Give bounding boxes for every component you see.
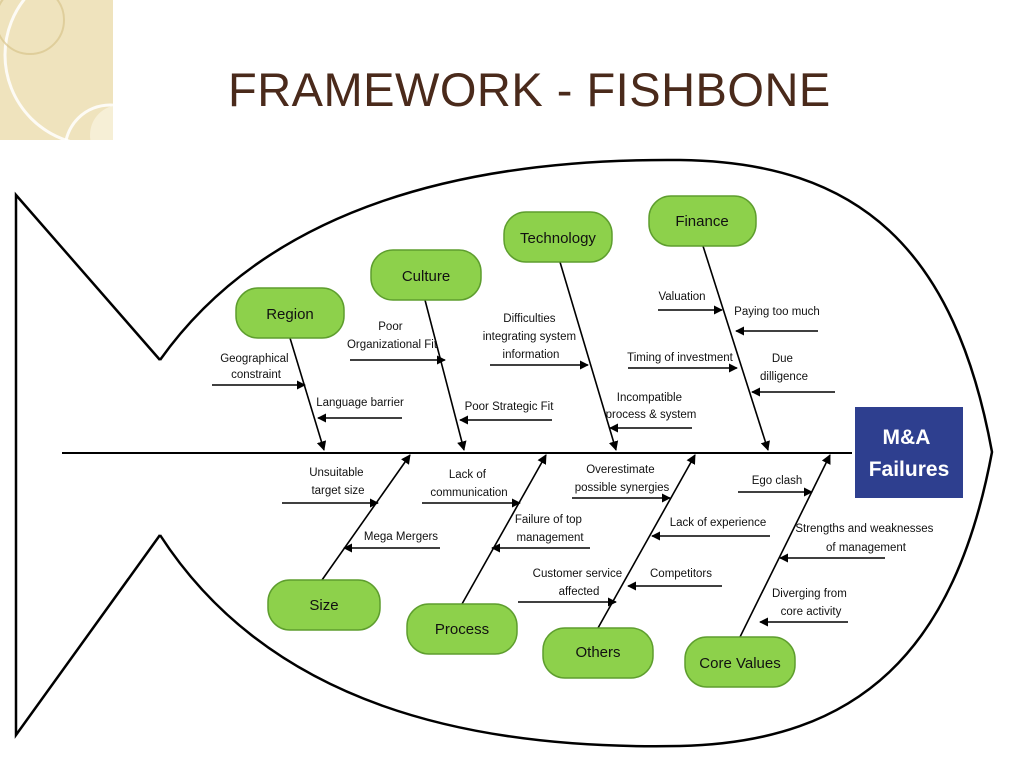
category-label: Region [266,306,314,323]
cause-lack-of-communication: Lack of communication [430,469,507,499]
category-region: Region [235,287,345,339]
cause-poor-org-fit: Poor Organizational Fit [347,321,438,351]
category-pill [542,627,654,679]
cause-ego-clash: Ego clash [752,475,803,487]
category-label: Size [309,597,338,614]
page-title: FRAMEWORK - FISHBONE [228,63,831,116]
cause-lack-of-experience: Lack of experience [670,517,767,529]
cause-poor-strategic-fit: Poor Strategic Fit [465,401,555,413]
category-pill [648,195,757,247]
fish-tail-outline [14,191,162,739]
category-label: Core Values [699,655,780,672]
category-label: Technology [520,230,596,247]
bone-core-values [739,454,831,638]
cause-timing-of-investment: Timing of investment [627,352,733,364]
category-size: Size [267,579,381,631]
bone-culture [424,299,467,451]
decorative-circles-graphic [0,0,113,140]
category-finance: Finance [648,195,757,247]
category-pill [267,579,381,631]
category-label: Process [435,621,489,638]
cause-geographical-constraint: Geographical constraint [220,353,292,381]
category-pill [684,636,796,688]
cause-overestimate-synergies: Overestimate possible synergies [575,464,670,494]
bone-technology [559,261,619,451]
cause-failure-of-top-management: Failure of top management [515,514,585,544]
category-culture: Culture [370,249,482,301]
cause-incompatible-process: Incompatible process & system [606,392,697,421]
cause-language-barrier: Language barrier [316,397,404,409]
corner-decoration [0,0,113,140]
cause-mega-mergers: Mega Mergers [364,531,438,543]
bone-region [289,337,327,451]
category-pill [503,211,613,263]
category-label: Finance [675,213,728,230]
cause-strengths-weaknesses: Strengths and weaknesses of management [795,523,936,554]
cause-competitors: Competitors [650,568,712,580]
cause-paying-too-much: Paying too much [734,306,820,318]
effect-label: M&A Failures [869,426,950,481]
category-pill [370,249,482,301]
category-technology: Technology [503,211,613,263]
category-core-values: Core Values [684,636,796,688]
bone-size [321,454,411,581]
cause-unsuitable-target-size: Unsuitable target size [309,467,367,497]
category-label: Culture [402,268,450,285]
category-others: Others [542,627,654,679]
fish-body-outline [158,158,994,748]
cause-customer-service-affected: Customer service affected [533,568,626,598]
cause-valuation: Valuation [658,291,705,303]
cause-difficulties-integrating: Difficulties integrating system informat… [483,313,580,361]
bone-finance [702,245,770,451]
category-label: Others [575,644,620,661]
category-pill [235,287,345,339]
cause-due-diligence: Due dilligence [760,353,808,383]
effect-box [855,407,963,498]
category-pill [406,603,518,655]
category-process: Process [406,603,518,655]
cause-diverging-from-core: Diverging from core activity [772,588,850,618]
bone-process [461,454,547,605]
